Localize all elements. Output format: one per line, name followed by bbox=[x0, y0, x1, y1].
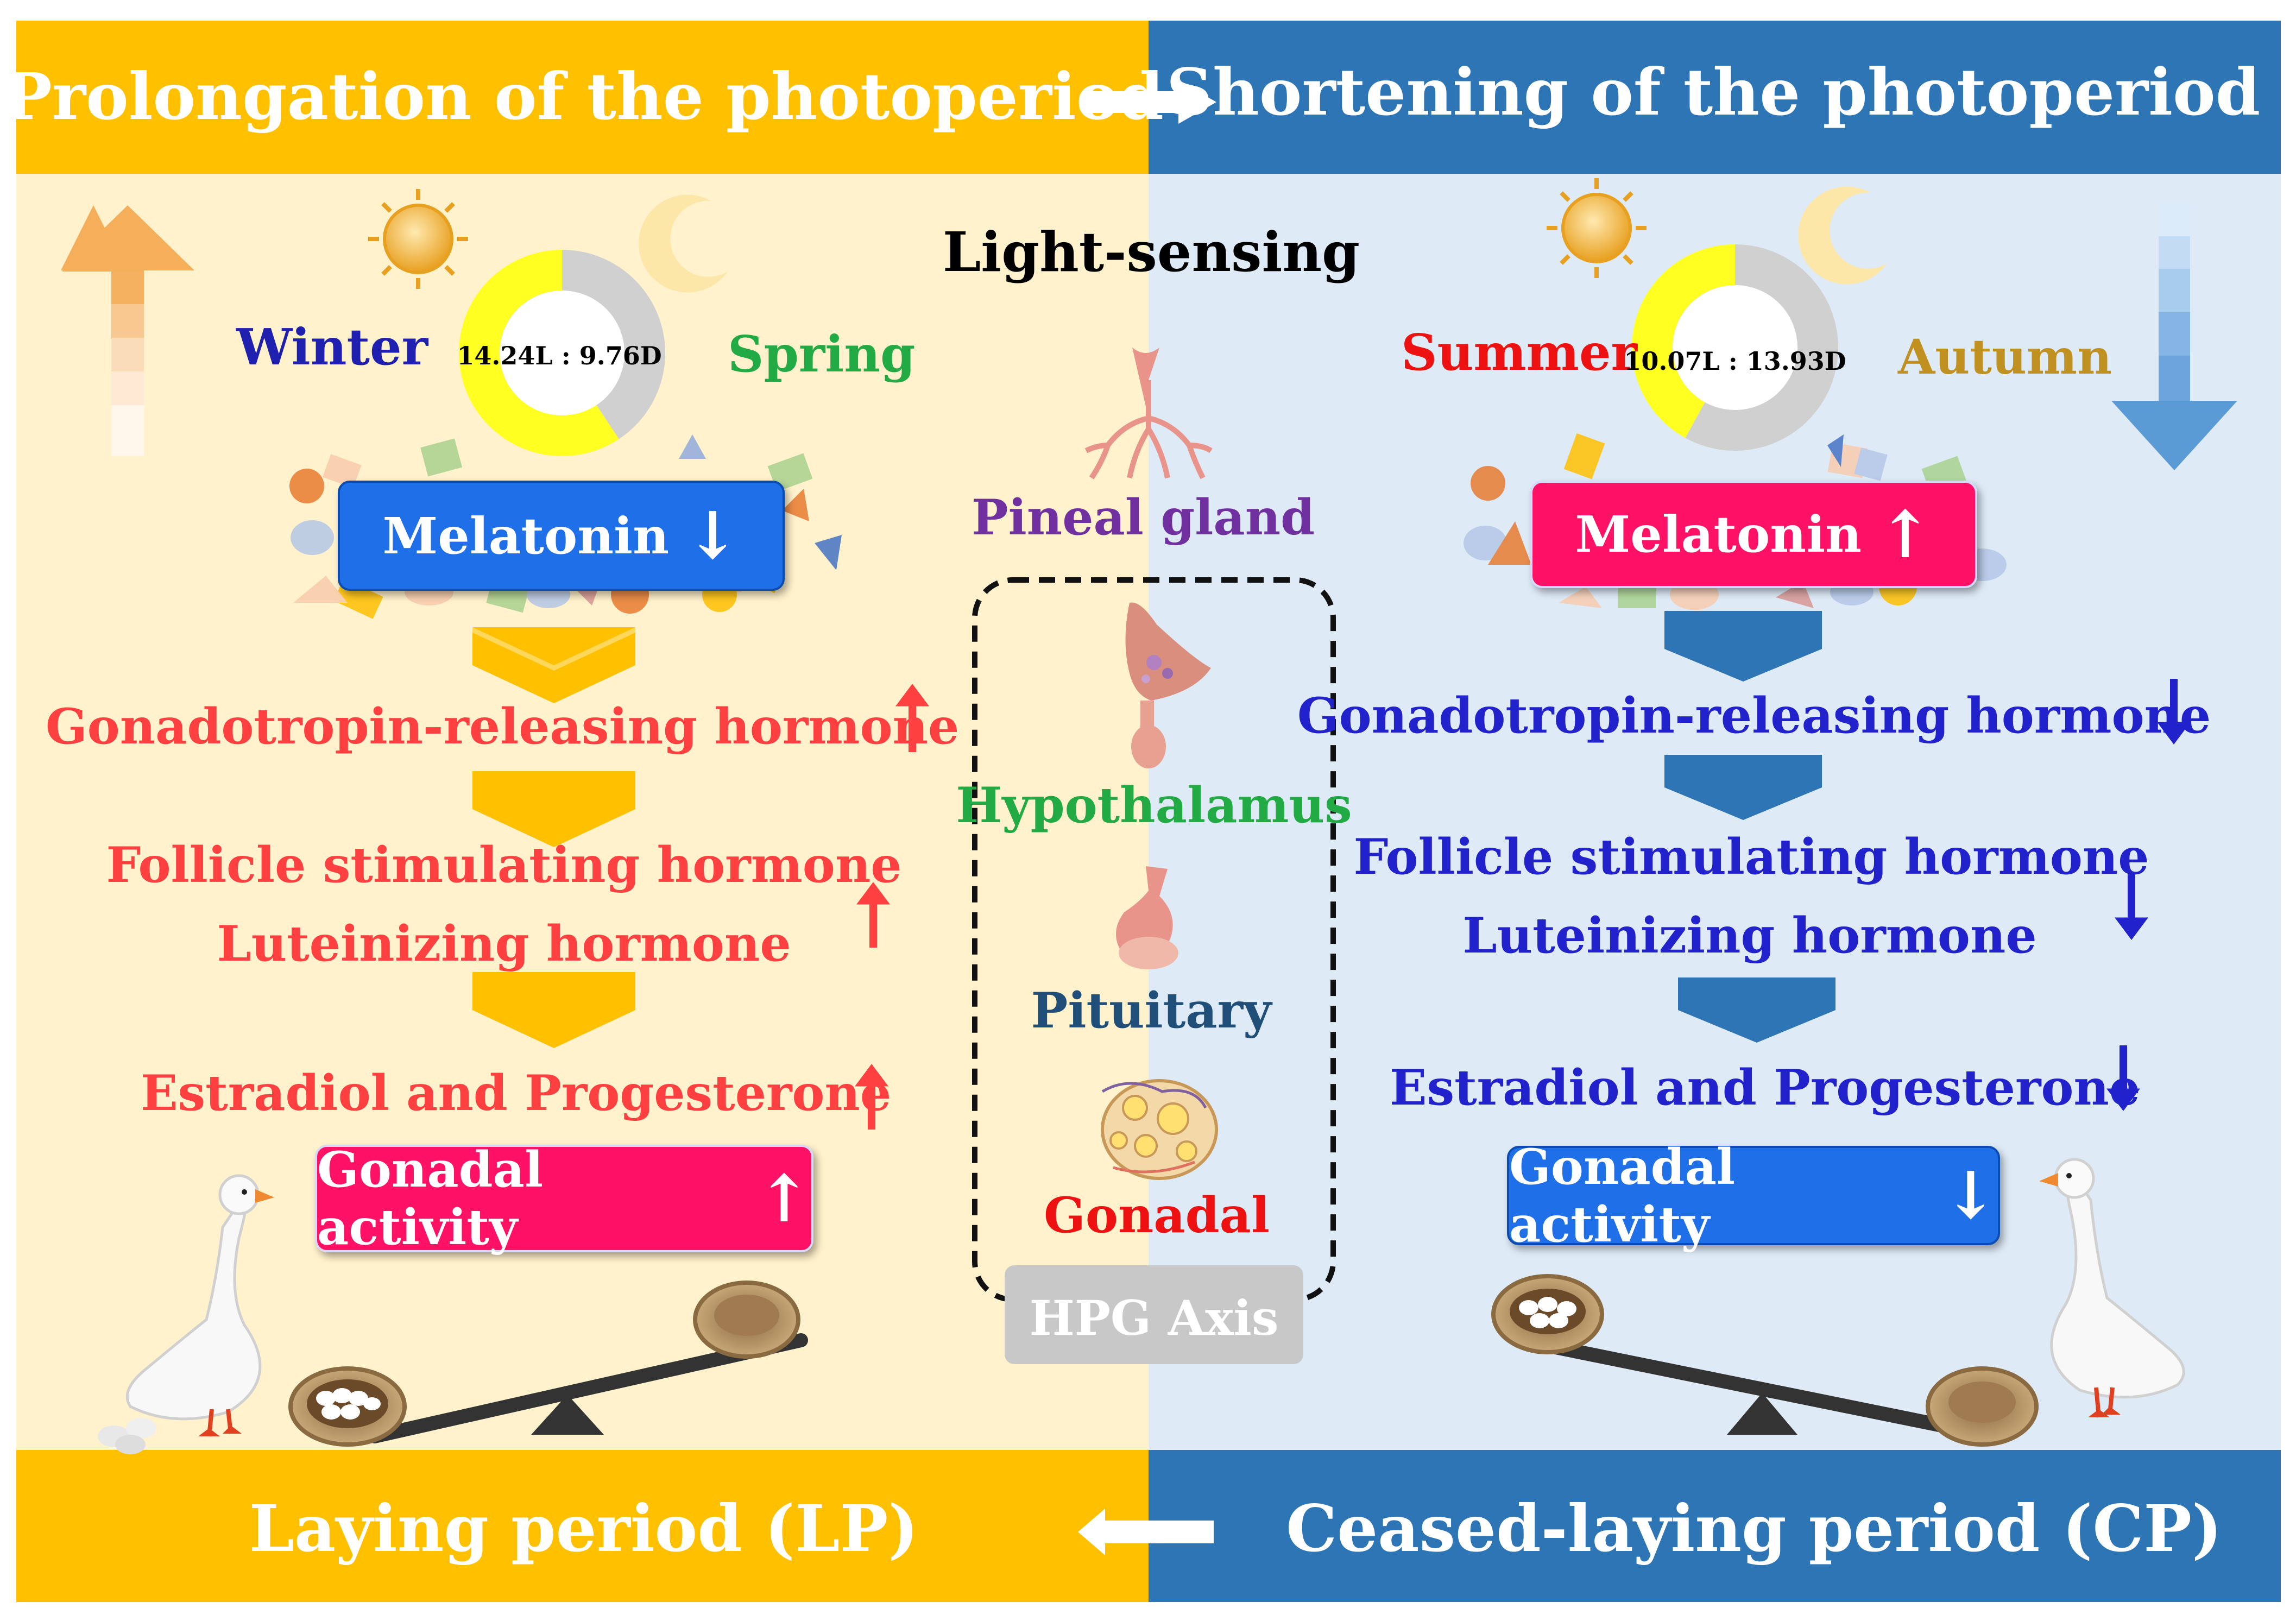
season-winter-label: Winter bbox=[236, 318, 428, 376]
chevron-down-icon bbox=[472, 771, 635, 847]
chevron-down-icon bbox=[472, 972, 635, 1048]
moon-icon bbox=[1798, 186, 1887, 285]
chevron-down-icon bbox=[1664, 755, 1822, 820]
e2p4-label-left: Estradiol and Progesterone bbox=[140, 1064, 892, 1122]
goose-icon bbox=[125, 1174, 274, 1437]
seesaw-right bbox=[1546, 1340, 1976, 1438]
gonadal-activity-label: Gonadal activity bbox=[317, 1141, 544, 1256]
footer-left-arrow-icon bbox=[1078, 1509, 1214, 1555]
down-arrow-icon bbox=[2157, 679, 2191, 745]
header-left-band bbox=[16, 21, 1149, 174]
chevron-down-icon bbox=[1664, 611, 1822, 682]
gonadal-activity-right: Gonadal activity ↓ bbox=[1507, 1138, 2000, 1253]
photoperiod-ratio-left: 14.24L : 9.76D bbox=[457, 341, 662, 370]
season-summer-label: Summer bbox=[1401, 323, 1638, 382]
pituitary-label: Pituitary bbox=[1031, 982, 1272, 1039]
pineal-gland-label: Pineal gland bbox=[971, 489, 1315, 546]
moon-icon bbox=[639, 194, 728, 293]
down-arrow-icon: ↓ bbox=[1943, 1157, 1998, 1234]
nest-with-eggs-icon bbox=[288, 1366, 407, 1447]
light-sensing-label: Light-sensing bbox=[942, 220, 1360, 284]
gnrh-label-left: Gonadotropin-releasing hormone bbox=[45, 698, 960, 755]
photoperiod-donut-left bbox=[459, 250, 665, 456]
eggs-icon bbox=[98, 1418, 156, 1454]
sun-icon bbox=[368, 189, 468, 289]
gnrh-label-right: Gonadotropin-releasing hormone bbox=[1297, 687, 2211, 745]
season-spring-label: Spring bbox=[728, 325, 916, 383]
gonadal-activity-label: Gonadal activity bbox=[1509, 1138, 1736, 1253]
pineal-gland-icon bbox=[1084, 348, 1213, 480]
decrease-arrow-icon bbox=[2111, 204, 2237, 470]
header-left-title: Prolongation of the photoperiod bbox=[4, 59, 1164, 134]
down-arrow-icon bbox=[2115, 874, 2148, 940]
melatonin-label: Melatonin bbox=[1575, 505, 1862, 564]
up-arrow-icon bbox=[895, 684, 929, 752]
empty-nest-icon bbox=[693, 1281, 800, 1359]
fsh-label-left: Follicle stimulating hormone bbox=[106, 836, 902, 894]
footer-left-band bbox=[16, 1450, 1149, 1602]
header-right-arrow-icon bbox=[1083, 80, 1216, 124]
photoperiod-ratio-right: 10.07L : 13.93D bbox=[1624, 346, 1846, 376]
lh-label-left: Luteinizing hormone bbox=[217, 915, 791, 973]
e2p4-label-right: Estradiol and Progesterone bbox=[1389, 1059, 2141, 1117]
footer-left-title: Laying period (LP) bbox=[249, 1491, 919, 1566]
goose-icon bbox=[2039, 1158, 2185, 1418]
melatonin-status-left: Melatonin ↓ bbox=[338, 481, 785, 591]
gonadal-label: Gonadal bbox=[1043, 1187, 1270, 1244]
hpg-axis-label-box bbox=[1005, 1265, 1303, 1364]
increase-arrow-icon bbox=[61, 205, 194, 456]
photoperiod-donut-right bbox=[1632, 244, 1838, 451]
lh-label-right: Luteinizing hormone bbox=[1462, 907, 2037, 964]
up-arrow-icon bbox=[855, 1064, 888, 1130]
empty-nest-icon bbox=[1926, 1366, 2039, 1447]
up-arrow-icon bbox=[856, 882, 890, 948]
melatonin-label: Melatonin bbox=[382, 506, 669, 565]
nest-with-eggs-icon bbox=[1491, 1274, 1604, 1354]
sun-icon bbox=[1547, 178, 1647, 278]
down-arrow-icon: ↓ bbox=[685, 497, 740, 574]
hypothalamus-label: Hypothalamus bbox=[956, 777, 1352, 834]
footer-right-band bbox=[1149, 1450, 2281, 1602]
chevron-down-icon bbox=[1678, 977, 1835, 1043]
hpg-axis-label: HPG Axis bbox=[1029, 1290, 1279, 1346]
fsh-label-right: Follicle stimulating hormone bbox=[1353, 828, 2149, 886]
pituitary-icon bbox=[1116, 866, 1178, 969]
header-right-band bbox=[1149, 21, 2281, 174]
down-arrow-icon bbox=[2106, 1045, 2140, 1111]
season-autumn-label: Autumn bbox=[1898, 329, 2112, 385]
hypothalamus-icon bbox=[1125, 602, 1211, 768]
up-arrow-icon: ↑ bbox=[756, 1160, 811, 1237]
up-arrow-icon: ↑ bbox=[1877, 496, 1933, 573]
ovary-icon bbox=[1101, 1079, 1218, 1180]
chevron-down-icon bbox=[472, 627, 635, 703]
melatonin-status-right: Melatonin ↑ bbox=[1530, 481, 1977, 588]
footer-right-title: Ceased-laying period (CP) bbox=[1286, 1491, 2222, 1566]
header-right-title: Shortening of the photoperiod bbox=[1166, 54, 2261, 130]
gonadal-activity-left: Gonadal activity ↑ bbox=[315, 1141, 813, 1256]
